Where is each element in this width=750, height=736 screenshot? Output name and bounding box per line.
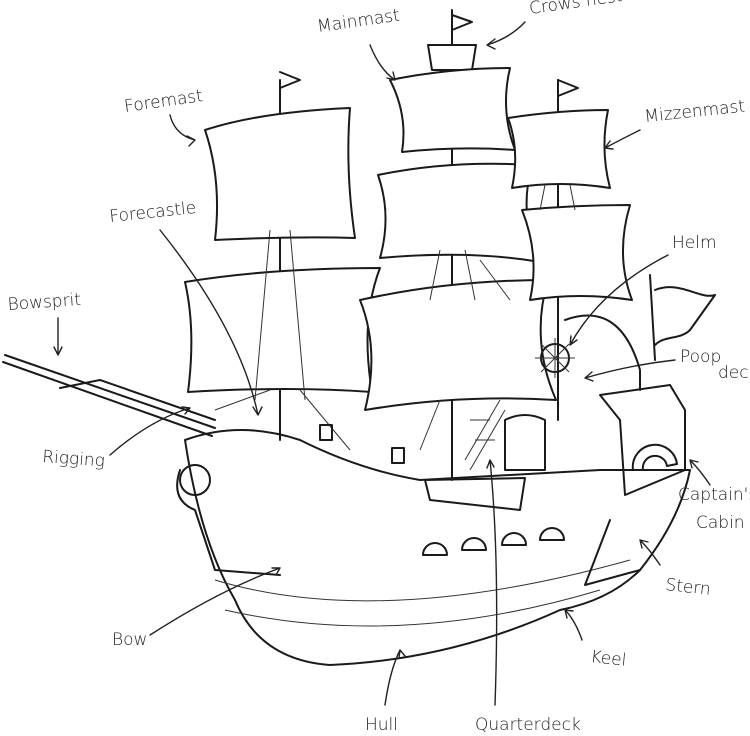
sails (184, 67, 633, 411)
stern-flag (649, 274, 716, 361)
main-flag (451, 14, 473, 31)
lantern (391, 447, 405, 464)
cabin-door (504, 414, 546, 471)
hull-outline (184, 429, 691, 666)
captains-cabin-box (599, 384, 686, 496)
label-quarterdeck: Quarterdeck (475, 715, 581, 735)
label-foremast: Foremast (123, 86, 204, 117)
label-crows-nest: Crows nest (528, 0, 624, 19)
label-bow: Bow (112, 630, 147, 650)
crows-nest-basket (427, 44, 477, 71)
fore-flag (279, 71, 301, 89)
label-poop: Poop (680, 347, 721, 367)
label-cabin: Cabin (696, 513, 745, 533)
stairs (464, 399, 506, 471)
label-forecastle: Forecastle (108, 198, 197, 227)
label-pointers (53, 21, 711, 706)
label-keel: Keel (589, 647, 627, 671)
label-mainmast: Mainmast (316, 6, 401, 37)
stern-post (584, 519, 641, 586)
label-deck: deck (718, 363, 750, 383)
hull-planks (214, 559, 631, 627)
mermaid-figurehead (176, 469, 281, 576)
label-stern: Stern (664, 575, 711, 600)
mizzen-flag (557, 79, 579, 97)
poop-deck-arch (564, 314, 641, 391)
label-mizzenmast: Mizzenmast (643, 97, 746, 127)
label-hull: Hull (365, 715, 398, 735)
label-rigging: Rigging (42, 447, 106, 471)
rigging-lines (214, 184, 576, 451)
label-helm: Helm (672, 233, 717, 253)
label-bowsprit: Bowsprit (7, 290, 82, 315)
cabin-window (631, 443, 678, 471)
bowsprit-spar (2, 354, 216, 437)
gun-ports (422, 527, 565, 556)
label-captains: Captain's (678, 485, 750, 505)
lantern (319, 424, 333, 441)
quarterdeck-floor (424, 477, 526, 511)
